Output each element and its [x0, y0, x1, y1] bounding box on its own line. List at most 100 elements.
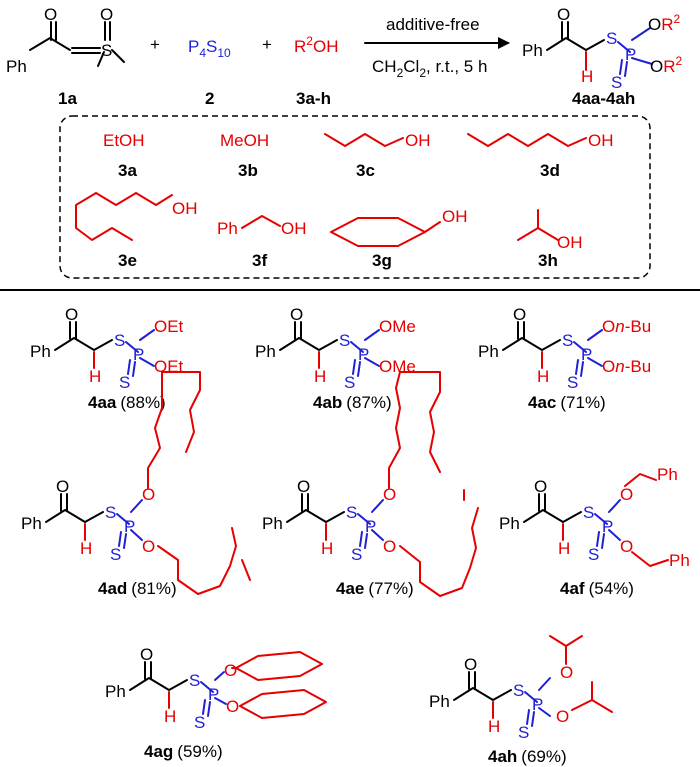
4af-oxygen-top: O	[620, 485, 633, 504]
product-4aa-4ah-general: O Ph H S P S OR2 OR2 4aa-4ah	[522, 5, 683, 108]
4af-s: S	[583, 503, 594, 522]
4ag-s: S	[189, 671, 200, 690]
label-3f: 3f	[252, 251, 267, 270]
4ag-p: P	[208, 685, 219, 704]
ylide-phenyl: Ph	[6, 57, 27, 76]
product-general-thione-s: S	[611, 73, 622, 92]
4aa-oxygen: O	[65, 305, 78, 324]
label-2: 2	[205, 89, 214, 108]
4aa-group-top: OEt	[154, 317, 184, 336]
product-general-p: P	[625, 45, 636, 64]
4af-phenyl-bottom: Ph	[669, 551, 690, 570]
alcohol-3d: OH 3d	[467, 131, 614, 180]
label-3d: 3d	[540, 161, 560, 180]
4ah-h: H	[488, 717, 500, 736]
product-4af: O Ph H S P S O O Ph Ph	[499, 465, 690, 570]
plus-sign-1: +	[150, 35, 160, 54]
label-1a: 1a	[58, 89, 77, 108]
4ac-oxygen: O	[513, 305, 526, 324]
label-3a: 3a	[118, 161, 137, 180]
4af-thione-s: S	[588, 545, 599, 564]
4ae-label: 4ae(77%)	[336, 579, 414, 598]
label-3a-h: 3a-h	[296, 89, 331, 108]
product-4ae: O Ph H S P S O O	[262, 371, 479, 597]
ylide-sulfoxide-oxygen: O	[100, 5, 113, 24]
4ah-phenyl: Ph	[429, 692, 450, 711]
product-4aa: O Ph H S P S OEt OEt	[30, 305, 184, 392]
label-4aa-4ah: 4aa-4ah	[572, 89, 635, 108]
4ag-label: 4ag(59%)	[144, 742, 223, 761]
reagent-p4s10: P4S10 2	[188, 37, 231, 108]
4ah-label: 4ah(69%)	[488, 747, 567, 766]
alcohol-3c-oh: OH	[405, 131, 431, 150]
4ag-oxygen-bottom: O	[226, 697, 239, 716]
4ac-thione-s: S	[567, 373, 578, 392]
4ae-p: P	[365, 517, 376, 536]
4ad-p: P	[124, 517, 135, 536]
4aa-label: 4aa(88%)	[88, 393, 166, 412]
4ag-phenyl: Ph	[105, 682, 126, 701]
conditions-bottom: CH2Cl2, r.t., 5 h	[372, 57, 487, 80]
4ag-oxygen: O	[140, 645, 153, 664]
4af-phenyl: Ph	[499, 514, 520, 533]
4aa-group-bottom: OEt	[154, 357, 184, 376]
alcohol-3d-oh: OH	[588, 131, 614, 150]
4ac-phenyl: Ph	[478, 342, 499, 361]
product-4ad: O Ph H S P S O O	[21, 371, 251, 595]
4ad-oxygen: O	[56, 477, 69, 496]
4ah-oxygen-top: O	[560, 663, 573, 682]
alcohol-3e-oh: OH	[172, 199, 198, 218]
alcohol-3h: OH 3h	[517, 209, 583, 270]
4ad-label: 4ad(81%)	[98, 579, 177, 598]
4ah-thione-s: S	[518, 723, 529, 742]
4ac-s: S	[562, 331, 573, 350]
label-3b: 3b	[238, 161, 258, 180]
label-3e: 3e	[118, 251, 137, 270]
4af-phenyl-top: Ph	[657, 465, 678, 484]
alcohol-3g-oh: OH	[442, 207, 468, 226]
p4s10-formula: P4S10	[188, 37, 231, 60]
ylide-sulfur: S	[101, 41, 112, 60]
alcohol-3a-formula: EtOH	[103, 131, 145, 150]
ylide-oxygen: O	[44, 5, 57, 24]
alcohol-formula: R2OH	[294, 34, 338, 56]
4ah-oxygen: O	[464, 655, 477, 674]
4ah-s: S	[513, 681, 524, 700]
4ac-label: 4ac(71%)	[528, 393, 606, 412]
4af-oxygen-bottom: O	[620, 537, 633, 556]
alcohol-3c: OH 3c	[324, 131, 431, 180]
4aa-h: H	[89, 367, 101, 386]
product-4ac: O Ph H S P S On-Bu On-Bu	[478, 305, 651, 392]
product-general-phenyl: Ph	[522, 41, 543, 60]
alcohol-3e: OH 3e	[75, 192, 198, 270]
4af-p: P	[602, 517, 613, 536]
4ag-thione-s: S	[194, 713, 205, 732]
4ab-label: 4ab(87%)	[313, 393, 392, 412]
product-4ah: O Ph H S P S O O	[429, 635, 613, 742]
4ab-group-bottom: OMe	[379, 357, 416, 376]
4ae-s: S	[346, 503, 357, 522]
alcohol-3b-formula: MeOH	[220, 131, 269, 150]
label-3h: 3h	[538, 251, 558, 270]
plus-sign-2: +	[262, 35, 272, 54]
alcohol-3b: MeOH 3b	[220, 131, 269, 180]
4ad-thione-s: S	[110, 545, 121, 564]
4ab-group-top: OMe	[379, 317, 416, 336]
4af-h: H	[558, 539, 570, 558]
4ad-s: S	[105, 503, 116, 522]
alcohol-3f-oh: OH	[281, 219, 307, 238]
alcohol-3a: EtOH 3a	[103, 131, 145, 180]
alcohol-3h-oh: OH	[557, 233, 583, 252]
4ae-phenyl: Ph	[262, 514, 283, 533]
4ad-oxygen-top: O	[142, 485, 155, 504]
product-general-or2-top: OR2	[648, 12, 681, 34]
4ab-s: S	[339, 331, 350, 350]
4ae-thione-s: S	[351, 545, 362, 564]
4af-label: 4af(54%)	[560, 579, 634, 598]
4ad-oxygen-bottom: O	[142, 537, 155, 556]
product-general-oxygen: O	[557, 5, 570, 24]
4ac-group-top: On-Bu	[602, 317, 651, 336]
product-4ag: O Ph H S P S O O	[105, 645, 327, 732]
4aa-s: S	[114, 331, 125, 350]
